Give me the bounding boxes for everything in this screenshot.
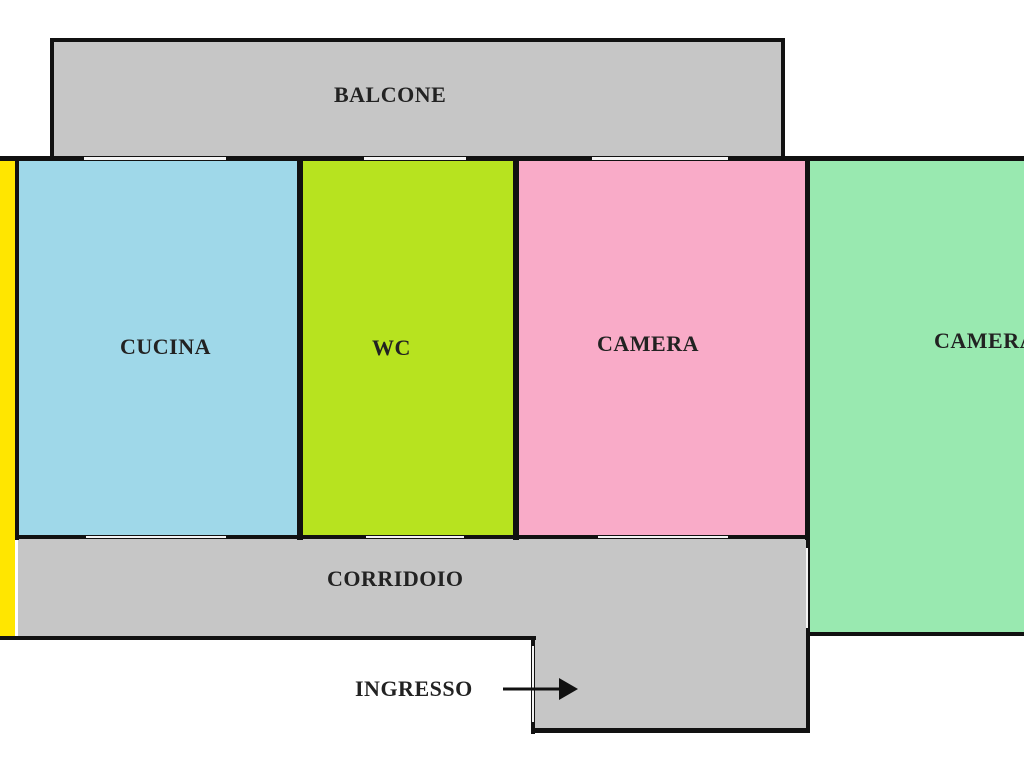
wall-ingresso-bottom [531,728,810,733]
wall-corridor-bottom [0,636,536,640]
room-strip-left [0,160,15,638]
door-camera-2 [806,548,808,628]
window-cucina [84,157,226,160]
wall-top [0,156,1024,161]
room-corridoio [18,538,808,638]
room-cucina [18,160,300,538]
room-balcone [50,38,785,160]
room-camera-1-label: CAMERA [597,331,699,356]
room-ingresso [534,636,808,730]
room-cucina-label: CUCINA [120,334,211,359]
room-wc [300,160,516,538]
wall-camera-2-bottom [806,632,1024,636]
wall-camera-camera [805,156,810,540]
room-wc-label: WC [372,335,411,360]
room-balcone-label: BALCONE [334,82,447,107]
arrow-right-icon [503,678,578,700]
door-wc [366,536,464,538]
room-camera-1 [516,160,808,538]
door-ingresso [532,646,534,722]
window-camera [592,157,728,160]
door-cucina [86,536,226,538]
wall-cucina-wc [297,156,303,540]
room-corridoio-label: CORRIDOIO [327,566,464,591]
door-camera [598,536,728,538]
room-camera-2-label: CAMERA [934,328,1024,353]
wall-wc-camera [513,156,519,540]
window-wc [364,157,466,160]
room-camera-2 [808,160,1024,634]
wall-left [15,156,19,540]
room-ingresso-label: INGRESSO [355,676,473,701]
